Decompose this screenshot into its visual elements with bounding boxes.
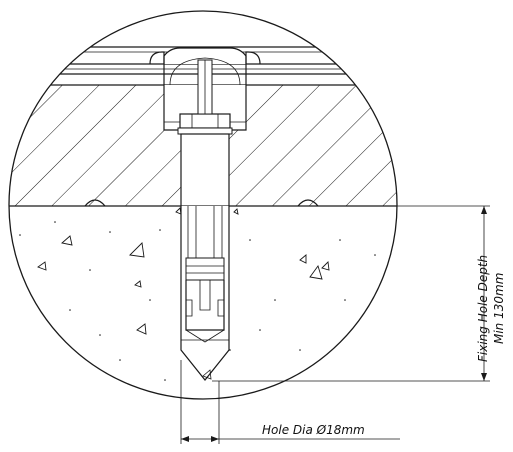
concrete-dots (19, 221, 376, 381)
diameter-dimension (180, 360, 400, 444)
hole-diameter-label: Hole Dia Ø18mm (262, 423, 365, 437)
depth-label-line2: Min 130mm (492, 273, 506, 344)
depth-dimension (212, 205, 490, 382)
detail-circle (8, 10, 398, 400)
fixing-hole (180, 206, 230, 381)
anchor-nut (177, 113, 233, 135)
concrete-texture (37, 207, 330, 335)
depth-label-line1: Fixing Hole Depth (476, 255, 490, 362)
base-plate (9, 11, 397, 86)
hatched-slab (9, 85, 397, 207)
